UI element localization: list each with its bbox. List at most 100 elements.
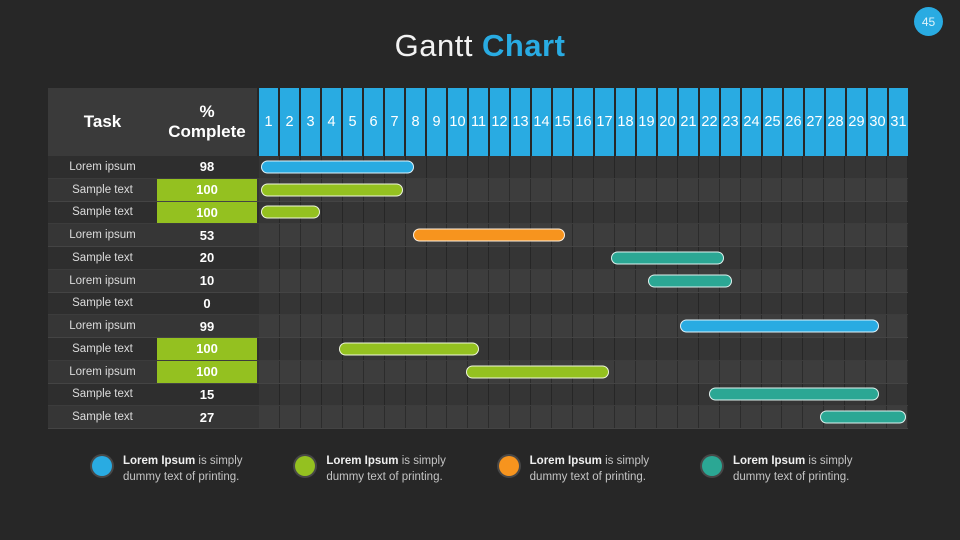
gantt-bar — [412, 228, 565, 242]
timeline-day-cell — [824, 178, 846, 201]
timeline-day-cell — [636, 156, 657, 178]
gantt-bar — [610, 251, 724, 265]
timeline-day-cell — [741, 247, 762, 269]
task-name-cell: Sample text — [72, 297, 133, 310]
timeline-day-cell — [531, 338, 553, 360]
timeline-day-cell — [803, 247, 825, 269]
timeline-day-cell — [468, 315, 490, 337]
timeline-day-cell — [259, 247, 280, 269]
slide-number-badge: 45 — [914, 7, 943, 36]
timeline-day-cell — [427, 315, 448, 337]
timeline-day-cell — [531, 201, 553, 224]
timeline-day-cell — [364, 224, 385, 246]
title-accent: Chart — [481, 28, 566, 63]
timeline-day-cell — [427, 247, 448, 269]
day-header-cell: 17 — [595, 88, 614, 156]
timeline-day-cell — [615, 292, 636, 315]
timeline-day-cell — [636, 360, 657, 383]
timeline-day-cell — [301, 247, 322, 269]
timeline-day-cell — [782, 201, 804, 224]
timeline-day-cell — [782, 292, 804, 315]
day-header-cell: 26 — [784, 88, 803, 156]
day-header-cell: 12 — [490, 88, 509, 156]
timeline-day-cell — [887, 292, 909, 315]
timeline-day-cell — [447, 269, 469, 292]
timeline-day-cell — [762, 178, 783, 201]
task-name-cell: Sample text — [72, 251, 133, 264]
timeline-day-cell — [301, 269, 322, 292]
legend-color-dot — [92, 456, 112, 476]
timeline-day-cell — [573, 406, 594, 428]
timeline-day-cell — [489, 156, 511, 178]
timeline-day-cell — [699, 201, 720, 224]
timeline-day-cell — [531, 406, 553, 428]
timeline-cells — [259, 178, 909, 201]
percent-complete-cell: 10 — [199, 273, 215, 289]
timeline-day-cell — [468, 247, 490, 269]
timeline-day-cell — [343, 292, 364, 315]
timeline-day-cell — [720, 406, 741, 428]
timeline-day-cell — [594, 224, 615, 246]
timeline-day-cell — [322, 315, 343, 337]
gantt-bar — [820, 410, 906, 424]
timeline-day-cell — [741, 156, 762, 178]
legend-item-text: Lorem Ipsum is simply dummy text of prin… — [732, 455, 853, 483]
day-header-cell: 22 — [700, 88, 719, 156]
gantt-bar — [260, 205, 320, 219]
timeline-day-cell — [699, 224, 720, 246]
timeline-day-cell — [803, 292, 825, 315]
timeline-day-cell — [364, 269, 385, 292]
timeline-day-cell — [824, 292, 846, 315]
timeline-day-cell — [573, 178, 594, 201]
timeline-day-cell — [657, 224, 678, 246]
timeline-day-cell — [636, 315, 657, 337]
timeline-day-cell — [301, 406, 322, 428]
timeline-day-cell — [762, 406, 783, 428]
timeline-day-cell — [782, 338, 804, 360]
timeline-day-cell — [406, 247, 427, 269]
timeline-day-cell — [468, 383, 490, 406]
timeline-day-cell — [866, 383, 888, 406]
legend-color-dot — [701, 456, 722, 476]
gantt-bar — [260, 160, 414, 174]
timeline-day-cell — [782, 156, 804, 178]
timeline-day-cell — [385, 406, 406, 428]
timeline-day-cell — [531, 156, 553, 178]
timeline-day-cell — [322, 360, 343, 383]
timeline-day-cell — [427, 178, 448, 201]
day-header-cell: 8 — [406, 88, 425, 156]
task-name-cell: Lorem ipsum — [69, 320, 136, 333]
timeline-day-cell — [866, 292, 888, 315]
gantt-bar — [260, 183, 404, 197]
timeline-day-cell — [887, 338, 909, 360]
legend-item-text: Lorem Ipsum is simply dummy text of prin… — [529, 455, 650, 483]
day-header-cell: 5 — [343, 88, 362, 156]
timeline-day-cell — [385, 224, 406, 246]
timeline-day-cell — [364, 315, 385, 337]
timeline-day-cell — [364, 406, 385, 428]
timeline-day-cell — [824, 269, 846, 292]
timeline-day-cell — [301, 338, 322, 360]
timeline-day-cell — [447, 383, 469, 406]
timeline-day-cell — [741, 178, 762, 201]
timeline-day-cell — [510, 406, 532, 428]
task-name-cell: Lorem ipsum — [69, 160, 136, 173]
day-header-cell: 14 — [532, 88, 551, 156]
timeline-day-cell — [573, 338, 594, 360]
timeline-day-cell — [573, 269, 594, 292]
legend-item-bold: Lorem Ipsum — [529, 455, 602, 467]
timeline-day-cell — [782, 269, 804, 292]
timeline-day-cell — [510, 247, 532, 269]
task-column-header: Task — [48, 88, 157, 156]
timeline-day-cell — [510, 156, 532, 178]
timeline-day-cell — [259, 292, 280, 315]
percent-complete-cell: 99 — [199, 318, 215, 334]
timeline-day-cell — [615, 224, 636, 246]
day-header-cell: 23 — [721, 88, 740, 156]
day-header-cell: 10 — [448, 88, 467, 156]
timeline-day-cell — [762, 156, 783, 178]
timeline-day-cell — [657, 156, 678, 178]
timeline-day-cell — [343, 360, 364, 383]
